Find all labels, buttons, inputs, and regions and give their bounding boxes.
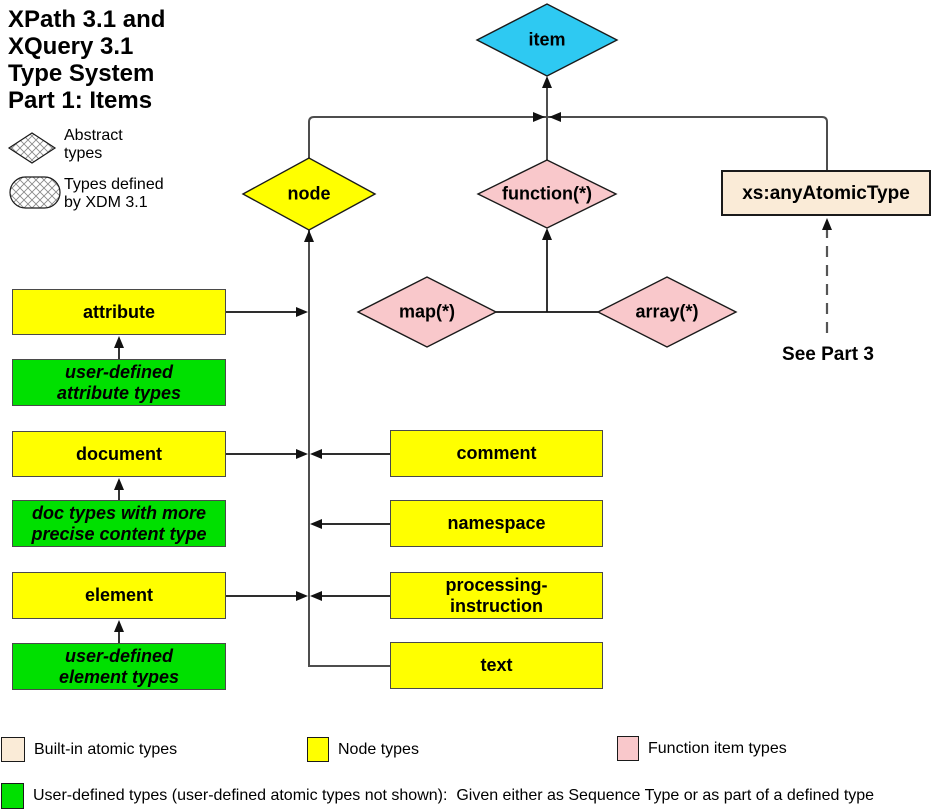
item-diamond <box>475 3 619 77</box>
comment-box: comment <box>390 430 603 477</box>
processing-instruction-box: processing- instruction <box>390 572 603 619</box>
user-element-types-box: user-defined element types <box>12 643 226 690</box>
attribute-box: attribute <box>12 289 226 335</box>
user-attribute-types-label: user-defined attribute types <box>56 361 182 403</box>
doc-types-box: doc types with more precise content type <box>12 500 226 547</box>
node-diamond <box>241 157 377 231</box>
function-item-types-swatch <box>617 736 639 761</box>
legend-node-types: Node types <box>307 737 419 762</box>
element-label: element <box>84 585 154 605</box>
see-part3-label: See Part 3 <box>782 344 874 365</box>
comment-label: comment <box>456 443 537 463</box>
user-element-types-label: user-defined element types <box>58 645 180 687</box>
node-label: node <box>287 183 331 204</box>
user-attribute-types-box: user-defined attribute types <box>12 359 226 406</box>
array-label: array(*) <box>635 301 699 322</box>
any-atomic-type-box: xs:anyAtomicType <box>721 170 931 216</box>
map-diamond <box>356 276 498 348</box>
item-label: item <box>528 29 566 50</box>
text-box: text <box>390 642 603 689</box>
function-label: function(*) <box>502 183 592 204</box>
function-item-types-label: Function item types <box>648 739 787 757</box>
document-box: document <box>12 431 226 477</box>
builtin-atomic-label: Built-in atomic types <box>34 740 178 758</box>
array-diamond <box>596 276 738 348</box>
function-diamond <box>476 159 618 229</box>
namespace-label: namespace <box>447 513 546 533</box>
xdm-types-label: Types defined by XDM 3.1 <box>64 176 164 211</box>
processing-instruction-label: processing- instruction <box>445 574 548 616</box>
attribute-label: attribute <box>83 301 155 322</box>
legend-builtin-atomic: Built-in atomic types <box>1 737 177 762</box>
arrowheads <box>114 76 832 632</box>
bus-lines <box>308 80 828 667</box>
abstract-types-diamond-icon <box>7 132 57 164</box>
node-types-label: Node types <box>338 740 419 758</box>
map-label: map(*) <box>398 301 456 322</box>
legend-function-item-types: Function item types <box>617 736 787 761</box>
abstract-types-label: Abstract types <box>64 127 123 162</box>
doc-types-label: doc types with more precise content type <box>31 502 207 544</box>
node-types-swatch <box>307 737 329 762</box>
user-defined-types-label: User-defined types (user-defined atomic … <box>33 787 875 804</box>
builtin-atomic-swatch <box>1 737 25 762</box>
user-defined-types-swatch <box>1 783 24 809</box>
text-label: text <box>480 655 513 675</box>
xdm-types-stadium-icon <box>9 176 61 209</box>
diagram-title: XPath 3.1 and XQuery 3.1 Type System Par… <box>8 6 166 114</box>
element-box: element <box>12 572 226 619</box>
namespace-box: namespace <box>390 500 603 547</box>
document-label: document <box>75 443 162 464</box>
legend-user-defined-types: User-defined types (user-defined atomic … <box>1 783 874 809</box>
any-atomic-type-label: xs:anyAtomicType <box>742 182 910 204</box>
